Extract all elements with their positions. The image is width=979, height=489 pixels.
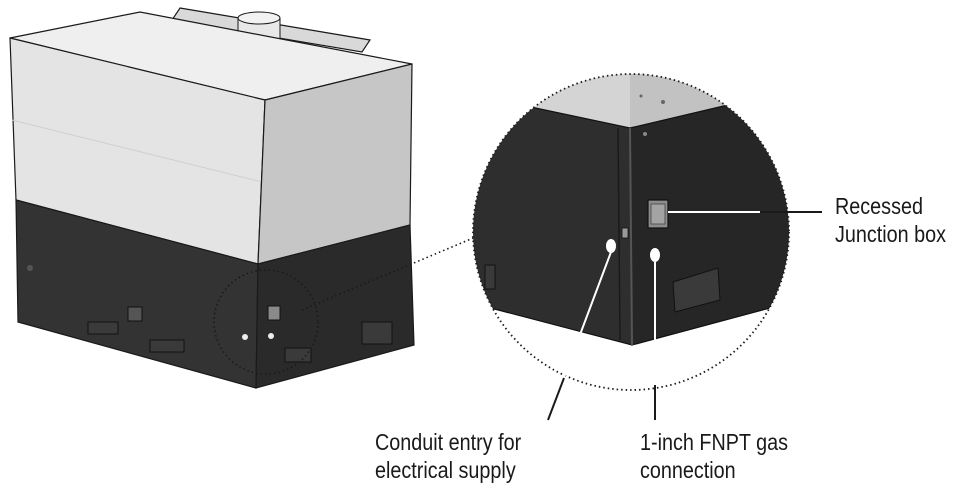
junction-box-label-line2: Junction box <box>835 221 947 247</box>
gas-connection-hole <box>650 248 660 262</box>
detail-source-circle <box>213 269 319 375</box>
junction-box-label-line1: Recessed <box>835 193 923 219</box>
conduit-entry-label: Conduit entry for electrical supply <box>375 428 521 484</box>
magnified-detail <box>473 74 789 390</box>
appliance-unit <box>9 7 415 389</box>
detail-connector-line <box>301 235 479 311</box>
gas-connection-label: 1-inch FNPT gas connection <box>640 428 788 484</box>
conduit-entry-label-line2: electrical supply <box>375 457 516 483</box>
magnified-circle-border <box>472 73 790 391</box>
gas-connection-label-line1: 1-inch FNPT gas <box>640 429 789 455</box>
lower-side-body <box>255 224 415 389</box>
junction-box-label: Recessed Junction box <box>835 192 946 248</box>
conduit-entry-hole <box>606 239 616 253</box>
conduit-entry-label-line1: Conduit entry for <box>375 429 522 455</box>
gas-connection-label-line2: connection <box>640 457 736 483</box>
